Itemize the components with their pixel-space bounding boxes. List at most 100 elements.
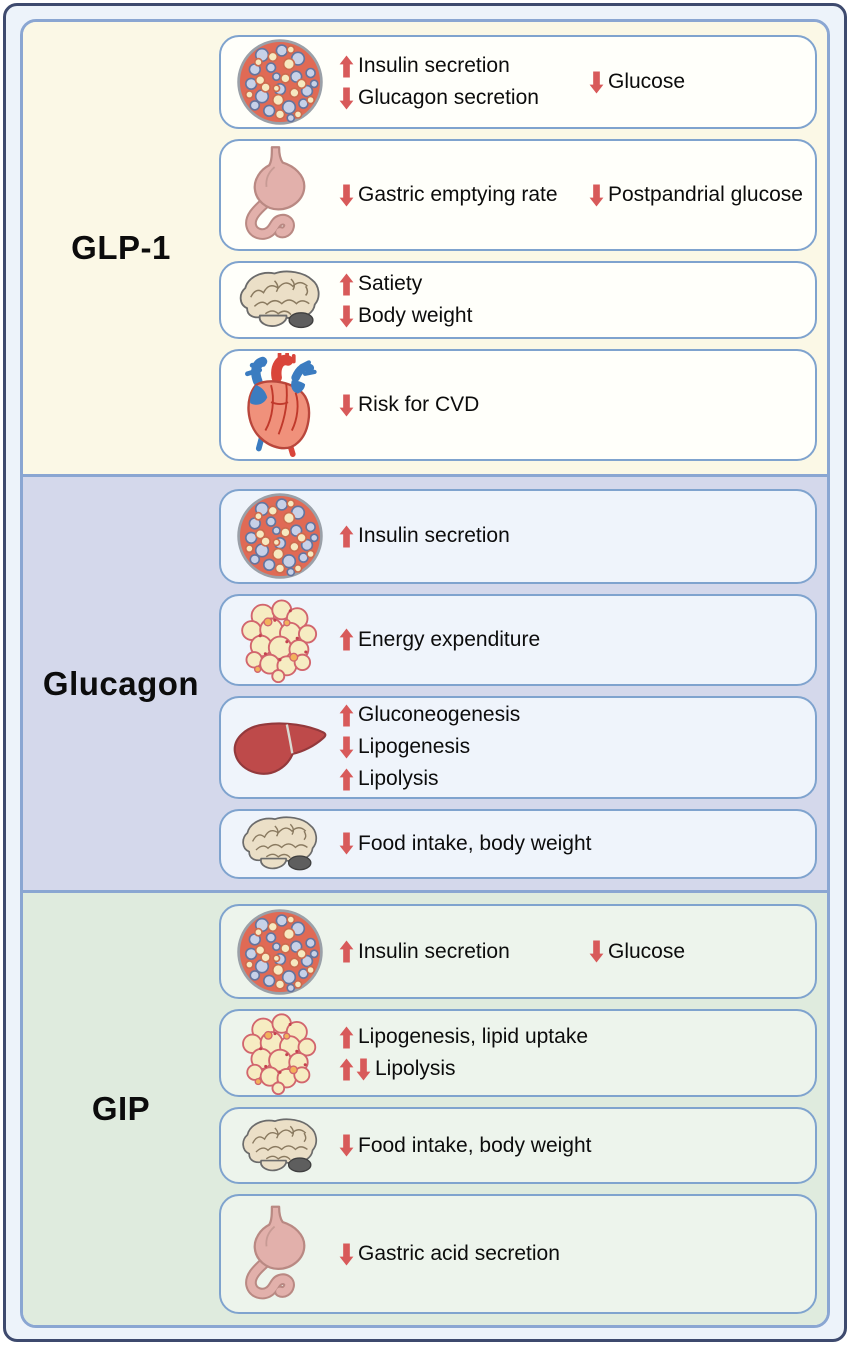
effect-row: Glucagon secretion <box>339 86 589 111</box>
up-arrow-icon <box>339 1057 354 1082</box>
effect-text: Lipolysis <box>375 1057 456 1080</box>
effect-text: Glucose <box>608 939 686 963</box>
effect-card-glp1-brain: Satiety Body weight <box>219 261 817 339</box>
effect-side-rows: Glucose <box>589 939 815 964</box>
down-arrow-icon <box>356 1057 371 1082</box>
effect-row: Postpandrial glucose <box>589 183 815 208</box>
effect-card-glp1-islet: Insulin secretion Glucagon secretion Glu… <box>219 35 817 129</box>
effect-card-gip-brain: Food intake, body weight <box>219 1107 817 1184</box>
effect-text: Gastric acid secretion <box>358 1242 560 1265</box>
effect-text: Lipolysis <box>358 767 439 790</box>
effect-rows: Lipogenesis, lipid uptake Lipolysis <box>339 1025 639 1082</box>
up-arrow-icon <box>339 703 354 728</box>
effect-text: Body weight <box>358 304 473 327</box>
pancreatic-islet-icon <box>221 491 339 581</box>
effect-card-glp1-stomach: Gastric emptying rate Postpandrial gluco… <box>219 139 817 251</box>
down-arrow-icon <box>339 1133 354 1158</box>
effect-rows: Insulin secretion <box>339 524 589 549</box>
brain-icon <box>221 814 339 874</box>
section-title: GIP <box>91 1090 151 1127</box>
stomach-icon <box>221 1202 339 1307</box>
effect-side-rows: Glucose <box>589 70 815 95</box>
effect-text: Lipogenesis, lipid uptake <box>358 1025 588 1048</box>
effect-text: Food intake, body weight <box>358 1133 592 1157</box>
brain-icon <box>221 1116 339 1176</box>
effect-rows: Satiety Body weight <box>339 272 589 329</box>
effect-row: Risk for CVD <box>339 393 589 418</box>
down-arrow-icon <box>339 86 354 111</box>
effect-card-glucagon-brain: Food intake, body weight <box>219 808 817 879</box>
effect-rows: Gastric acid secretion <box>339 1242 589 1267</box>
up-arrow-icon <box>339 524 354 549</box>
down-arrow-icon <box>339 1242 354 1267</box>
effect-text: Glucose <box>608 70 686 93</box>
effect-text: Insulin secretion <box>358 939 510 963</box>
down-arrow-icon <box>589 183 604 208</box>
effect-row: Glucose <box>589 939 815 964</box>
glp1-cards: Insulin secretion Glucagon secretion Glu… <box>219 22 827 474</box>
down-arrow-icon <box>339 183 354 208</box>
effect-rows: Energy expenditure <box>339 627 589 652</box>
effect-row: Gluconeogenesis <box>339 703 589 728</box>
effect-card-gip-islet: Insulin secretion Glucose <box>219 904 817 999</box>
effect-rows: Insulin secretion Glucagon secretion <box>339 54 589 111</box>
effect-rows: Gluconeogenesis Lipogenesis Lipolysis <box>339 703 589 792</box>
effect-row: Glucose <box>589 70 815 95</box>
down-arrow-icon <box>339 304 354 329</box>
section-glucagon: Glucagon Insulin secretion <box>23 474 827 890</box>
effect-row: Gastric acid secretion <box>339 1242 589 1267</box>
effect-text: Food intake, body weight <box>358 831 592 855</box>
effect-text: Risk for CVD <box>358 393 480 416</box>
stomach-icon <box>221 145 339 245</box>
effect-row: Lipolysis <box>339 1057 639 1082</box>
up-arrow-icon <box>339 939 354 964</box>
effect-row: Lipogenesis <box>339 735 589 760</box>
brain-icon <box>221 268 339 332</box>
effect-rows: Risk for CVD <box>339 393 589 418</box>
glucagon-cards: Insulin secretion Energy expenditure <box>219 477 827 890</box>
effect-row: Food intake, body weight <box>339 831 592 856</box>
effect-row: Insulin secretion <box>339 524 589 549</box>
effect-card-glucagon-adipose: Energy expenditure <box>219 593 817 686</box>
section-label-cell: GIP <box>23 893 219 1325</box>
effect-text: Satiety <box>358 272 423 295</box>
section-gip: GIP Insulin secretion <box>23 890 827 1325</box>
up-arrow-icon <box>339 272 354 297</box>
section-glp1: GLP-1 Insulin secretion Glucagon <box>23 22 827 474</box>
liver-icon <box>221 712 339 782</box>
effect-card-glucagon-islet: Insulin secretion <box>219 488 817 584</box>
effect-row: Body weight <box>339 304 589 329</box>
figure-frame: GLP-1 Insulin secretion Glucagon <box>3 3 847 1342</box>
pancreatic-islet-icon <box>221 907 339 997</box>
down-arrow-icon <box>339 393 354 418</box>
section-label-cell: GLP-1 <box>23 22 219 474</box>
effect-card-gip-stomach: Gastric acid secretion <box>219 1194 817 1314</box>
effect-card-glucagon-liver: Gluconeogenesis Lipogenesis Lipolysis <box>219 695 817 799</box>
adipose-tissue-icon <box>221 597 339 683</box>
up-arrow-icon <box>339 54 354 79</box>
effect-row: Satiety <box>339 272 589 297</box>
up-arrow-icon <box>339 767 354 792</box>
section-label-cell: Glucagon <box>23 477 219 890</box>
effect-side-rows: Postpandrial glucose <box>589 183 815 208</box>
effect-row: Insulin secretion <box>339 54 589 79</box>
effect-row: Lipolysis <box>339 767 589 792</box>
effect-text: Glucagon secretion <box>358 86 539 109</box>
adipose-tissue-icon <box>221 1011 339 1095</box>
section-title: Glucagon <box>42 664 200 702</box>
up-arrow-icon <box>339 1025 354 1050</box>
down-arrow-icon <box>589 939 604 964</box>
effect-text: Insulin secretion <box>358 524 510 547</box>
down-arrow-icon <box>339 831 354 856</box>
effect-row: Energy expenditure <box>339 627 589 652</box>
effect-card-glp1-heart: Risk for CVD <box>219 349 817 461</box>
effect-text: Gluconeogenesis <box>358 703 521 726</box>
effect-row: Food intake, body weight <box>339 1133 592 1158</box>
effect-text: Energy expenditure <box>358 627 541 651</box>
section-title: GLP-1 <box>71 229 171 266</box>
effect-row: Lipogenesis, lipid uptake <box>339 1025 639 1050</box>
effect-rows: Insulin secretion <box>339 939 589 964</box>
effect-rows: Food intake, body weight <box>339 1133 592 1158</box>
effect-rows: Gastric emptying rate <box>339 183 589 208</box>
down-arrow-icon <box>589 70 604 95</box>
